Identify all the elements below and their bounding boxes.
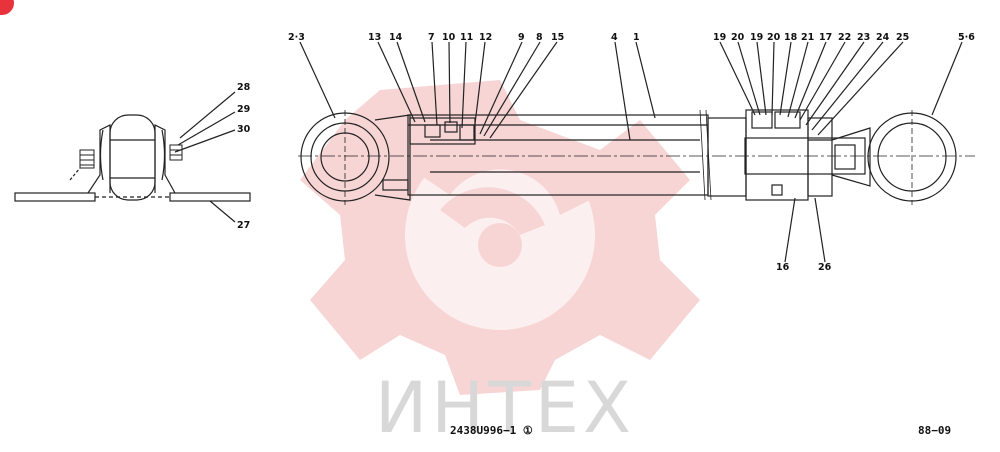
callout-1: 1 (633, 32, 640, 43)
callout-30: 30 (237, 124, 251, 135)
hydraulic-cylinder-drawing (298, 41, 975, 263)
callout-26: 26 (818, 262, 832, 273)
callout-14: 14 (389, 32, 403, 43)
side-view (14, 91, 251, 223)
callout-15: 15 (551, 32, 564, 43)
watermark-text: ИНТЕХ (375, 367, 635, 449)
callout-4: 4 (611, 32, 618, 43)
callout-13: 13 (368, 32, 381, 43)
callout-23: 23 (857, 32, 870, 43)
callout-7: 7 (428, 32, 435, 43)
watermark-gear-logo (300, 80, 700, 395)
callout-25: 25 (896, 32, 909, 43)
callout-19a: 19 (713, 32, 726, 43)
callout-17: 17 (819, 32, 832, 43)
callout-11: 11 (460, 32, 473, 43)
callout-8: 8 (536, 32, 543, 43)
callout-19b: 19 (750, 32, 763, 43)
callout-21: 21 (801, 32, 814, 43)
callout-28: 28 (237, 82, 251, 93)
callout-22: 22 (838, 32, 851, 43)
page-code: 88−09 (918, 424, 951, 437)
drawing-number: 2438U996−1 ① (450, 424, 533, 437)
callout-24: 24 (876, 32, 890, 43)
callout-2-3: 2·3 (288, 32, 305, 43)
callout-5-6: 5·6 (958, 32, 975, 43)
corner-badge (0, 0, 14, 15)
callout-12: 12 (479, 32, 492, 43)
callout-20b: 20 (767, 32, 781, 43)
callout-18: 18 (784, 32, 798, 43)
callout-20a: 20 (731, 32, 745, 43)
callout-29: 29 (237, 104, 250, 115)
callout-27: 27 (237, 220, 250, 231)
callout-10: 10 (442, 32, 456, 43)
callout-16: 16 (776, 262, 790, 273)
callout-9: 9 (518, 32, 525, 43)
